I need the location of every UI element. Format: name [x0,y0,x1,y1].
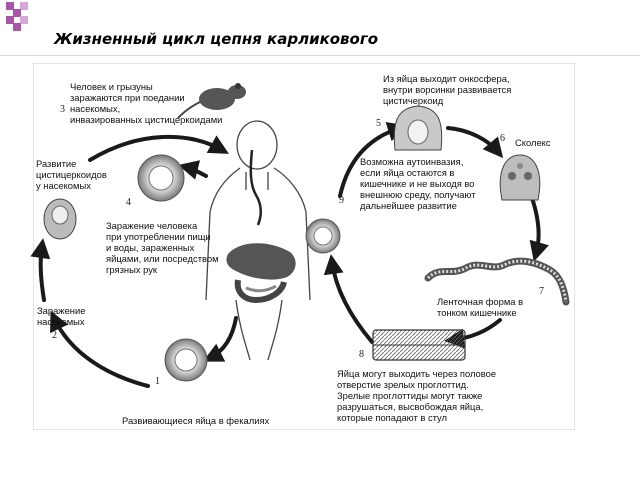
cycle-arrows [30,122,549,388]
arrow-scolex-to-worm [529,196,549,262]
stage-number-2: 2 [52,330,57,341]
rodent-illustration [177,83,246,119]
label-cysticercoid-development: Развитие цистицеркоидов у насекомых [36,158,107,191]
arrow-human-to-egg [178,160,208,180]
corner-squares-decoration [6,2,28,31]
label-human-infection: Заражение человека при употреблении пищи… [106,220,219,275]
tapeworm-illustration [424,257,570,306]
stage-number-5: 5 [376,118,381,129]
arrow-oncosphere-to-scolex [446,126,504,159]
stage-number-1: 1 [155,376,160,387]
stage-number-6: 6 [500,133,505,144]
stage-number-8: 8 [359,349,364,360]
human-body-illustration [205,120,311,361]
slide-title: Жизненный цикл цепня карликового [54,30,379,48]
label-oncosphere: Из яйца выходит онкосфера, внутри ворсин… [383,73,512,106]
corner-square [20,2,28,10]
proglottids-illustration [372,329,466,361]
arrow-intestine-to-villus [338,122,408,198]
arrow-insect-to-human [88,134,229,162]
oncosphere-villus-illustration [393,105,443,151]
label-autoinvasion: Возможна аутоинвазия, если яйца остаются… [360,156,476,211]
intestine-illustration [226,243,296,304]
label-eggs-in-feces: Развивающиеся яйца в фекалиях [122,415,270,426]
title-divider [0,55,640,56]
cysticercoid-illustration [43,198,77,240]
arrow-proglottids-to-intestine [323,254,374,344]
label-insect-infection: Заражение насекомых [37,305,86,327]
stage-number-7: 7 [539,286,544,297]
corner-square [6,16,14,24]
corner-square [13,9,21,17]
stage-number-9: 9 [339,195,344,206]
label-eggs-exit: Яйца могут выходить через половое отверс… [337,368,497,423]
label-ribbon-form: Ленточная форма в тонком кишечнике [437,296,524,318]
arrow-insect-up [30,238,51,302]
label-scolex: Сколекс [515,137,551,148]
label-human-rodents: Человек и грызуны заражаются при поедани… [70,81,223,125]
scolex-illustration [499,154,541,201]
corner-square [6,2,14,10]
corner-square [20,16,28,24]
corner-square [13,23,21,31]
stage-number-4: 4 [126,197,131,208]
egg-stage-4 [137,154,185,202]
arrow-feces-to-insect [50,310,150,388]
egg-stage-9 [305,218,341,254]
diagram-panel [33,63,575,430]
arrow-intestine-to-feces [202,316,238,362]
egg-stage-1 [164,338,208,382]
stage-number-3: 3 [60,104,65,115]
